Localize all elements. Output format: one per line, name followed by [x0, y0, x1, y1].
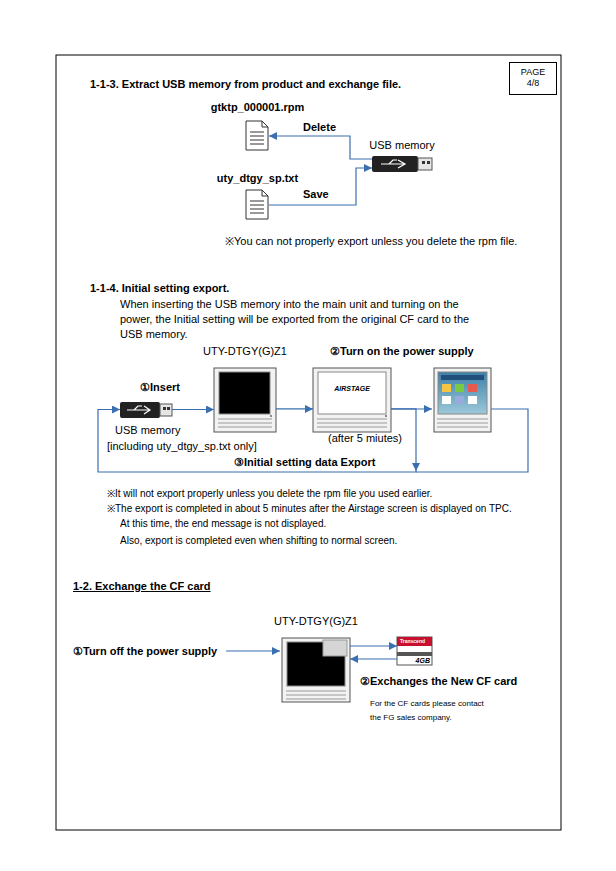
note-text: At this time, the end message is not dis…	[120, 518, 326, 530]
note-text: 1-1-3. Extract USB memory from product a…	[90, 78, 401, 91]
node-title: uty_dtgy_sp.txt	[217, 172, 298, 185]
node-text: 4GB	[416, 657, 430, 665]
note-text: Also, export is completed even when shif…	[120, 535, 397, 547]
node-title: UTY-DTGY(G)Z1	[203, 345, 287, 358]
note-text: 1-1-4. Initial setting export.	[90, 282, 229, 295]
cf-card: Transcend 4GB	[397, 637, 432, 665]
flow-arrow	[226, 409, 528, 651]
node-text: [including uty_dtgy_sp.txt only]	[107, 440, 257, 453]
node-title: Transcend	[400, 638, 425, 644]
file-icon: gtktp_000001.rpm	[246, 121, 269, 151]
node-text: AIRSTAGE	[334, 385, 370, 393]
note-text: For the CF cards please contact the FG s…	[370, 697, 496, 725]
controller-unit: UTY-DTGY(G)Z1	[282, 638, 350, 702]
flow-connector	[172, 409, 214, 410]
controller-unit: ②Turn on the power supplyAIRSTAGE	[313, 368, 391, 432]
node-title: USB memory	[369, 139, 434, 152]
edge-label: Delete	[303, 121, 336, 134]
usb-memory: USB memory[including uty_dtgy_sp.txt onl…	[120, 401, 172, 418]
node-title: UTY-DTGY(G)Z1	[274, 615, 358, 628]
note-text: When inserting the USB memory into the m…	[120, 297, 480, 342]
flow-connector	[350, 658, 397, 659]
note-text: 1-2. Exchange the CF card	[73, 580, 211, 593]
cf-card	[397, 637, 432, 665]
note-text: ※The export is completed in about 5 minu…	[107, 503, 512, 515]
note-text: ※You can not properly export unless you …	[225, 235, 517, 248]
usb-memory: USB memory	[372, 155, 432, 172]
flow-connector	[350, 645, 397, 646]
note-text: ①Turn off the power supply	[73, 645, 217, 658]
note-text: (after 5 miutes)	[328, 432, 402, 445]
flow-connector	[98, 409, 416, 472]
flow-connector	[276, 408, 313, 409]
file-icon: uty_dtgy_sp.txt	[246, 190, 269, 220]
note-text: ②Exchanges the New CF card	[360, 675, 517, 688]
page-frame	[56, 55, 561, 830]
node-title: USB memory	[115, 424, 180, 437]
note-text: ※It will not export properly unless you …	[107, 488, 432, 500]
flow-connector	[269, 136, 372, 159]
node-title: PAGE 4/8	[518, 67, 548, 90]
edge-label: ①Insert	[140, 381, 180, 394]
edge-label: ③Initial setting data Export	[232, 456, 377, 469]
page-number-box: PAGE 4/8	[509, 62, 557, 95]
edge-label: Save	[303, 188, 329, 201]
node-title: ②Turn on the power supply	[330, 345, 474, 358]
node-title: gtktp_000001.rpm	[211, 101, 305, 114]
controller-unit: UTY-DTGY(G)Z1	[214, 368, 276, 432]
file-icon	[246, 121, 268, 219]
